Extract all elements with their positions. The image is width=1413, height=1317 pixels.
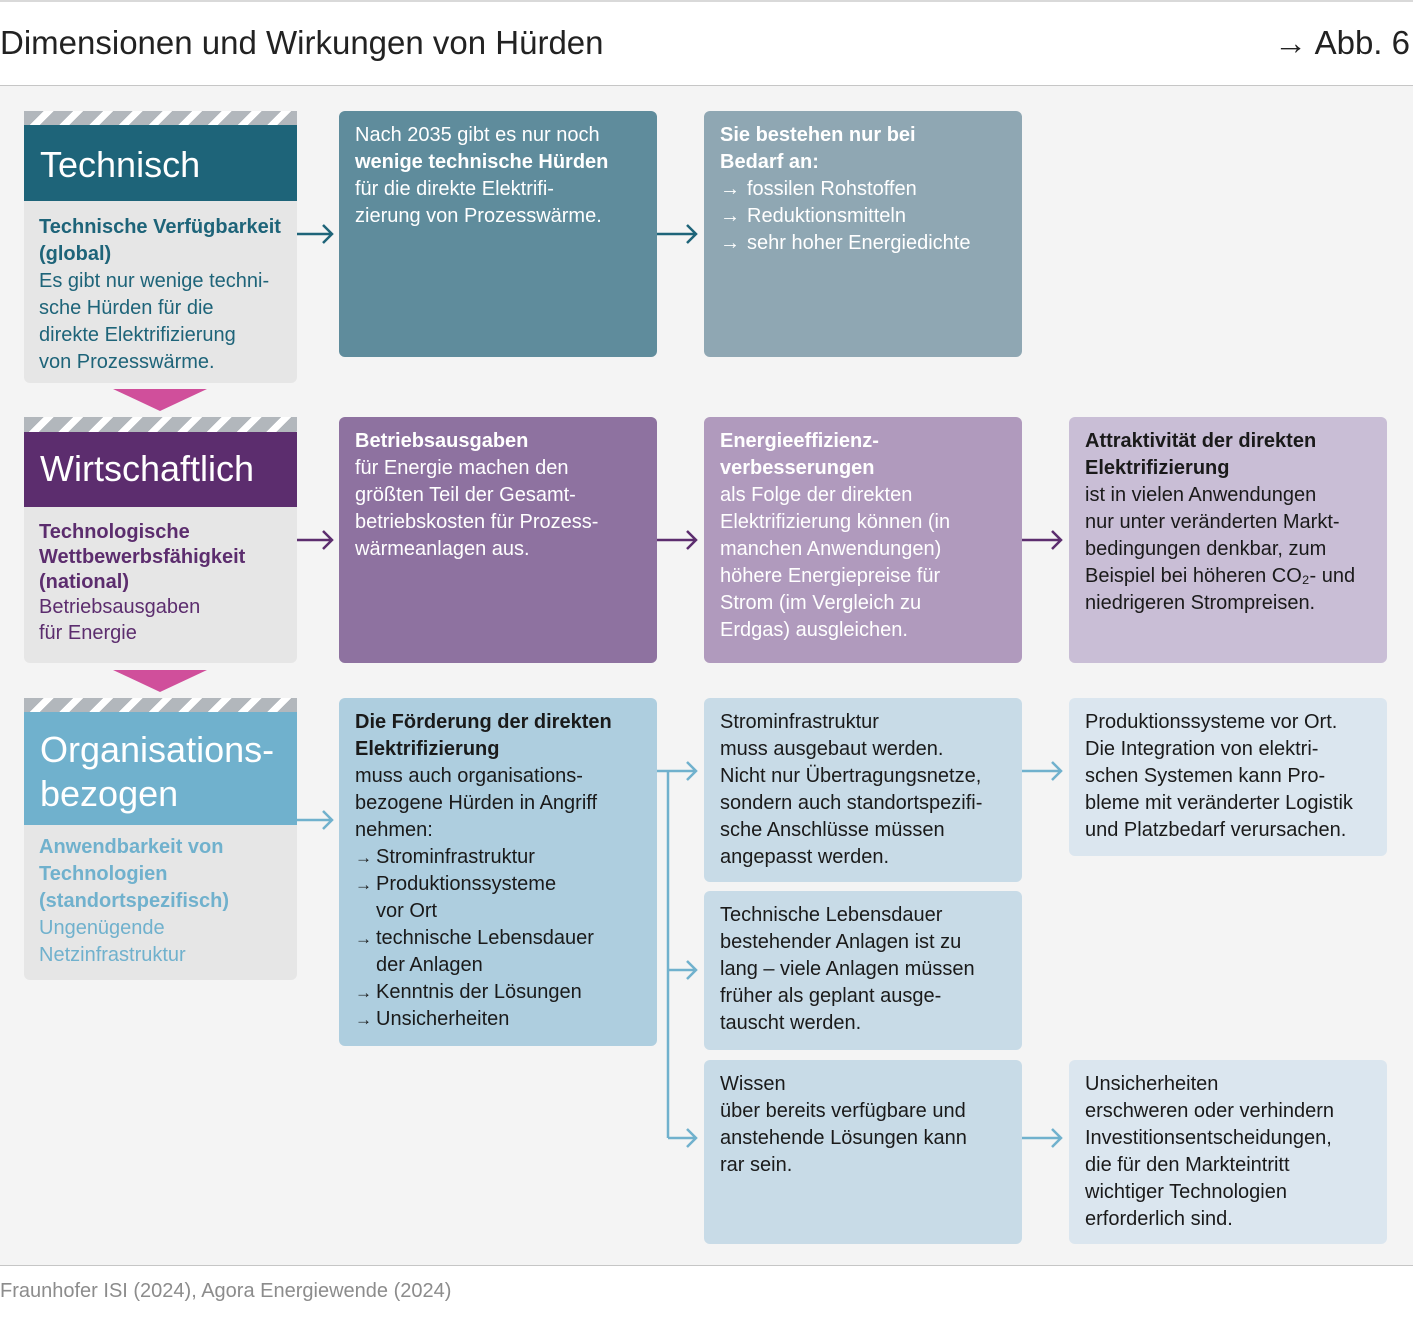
dimension-organisationsbezogen: Organisations- bezogen Anwendbarkeit von…	[24, 698, 297, 980]
box-heading: Sie bestehen nur bei Bedarf an:	[720, 124, 916, 173]
figure-reference: → Abb. 6	[1274, 24, 1410, 61]
box-heading: Strominfrastruktur	[720, 711, 879, 733]
list-item-label: sehr hoher Energiedichte	[747, 232, 971, 254]
title-rule	[0, 85, 1413, 86]
box-uncertainties: Unsicherheiten erschweren oder verhinder…	[1069, 1060, 1387, 1244]
box-attractiveness: Attraktivität der direkten Elektrifizier…	[1069, 417, 1387, 663]
dimension-label: Technisch	[24, 125, 297, 201]
list-item-label: Produktionssysteme vor Ort	[376, 873, 557, 922]
hatch-stripe	[24, 698, 297, 712]
dimension-label: Organisations- bezogen	[24, 712, 297, 825]
down-triangle-icon	[113, 670, 207, 692]
arrow-right-icon: →	[355, 1010, 372, 1029]
dimension-description: Betriebsausgaben für Energie	[39, 596, 201, 644]
list-item: → sehr hoher Energiedichte	[720, 230, 1012, 257]
box-technical-outlook: Nach 2035 gibt es nur noch wenige techni…	[339, 111, 657, 357]
box-production-systems: Produktionssysteme vor Ort. Die Integrat…	[1069, 698, 1387, 856]
list-item: →Unsicherheiten	[355, 1006, 647, 1033]
box-heading: Energieeffizienz- verbesserungen	[720, 430, 879, 479]
box-emphasis: wenige technische Hürden	[355, 151, 609, 173]
dimension-aspect: Technische Verfügbarkeit (global)	[39, 216, 281, 265]
box-heading: Technische Lebensdauer	[720, 904, 943, 926]
dimension-wirtschaftlich: Wirtschaftlich Technologische Wettbewerb…	[24, 417, 297, 663]
box-text: bestehender Anlagen ist zu lang – viele …	[720, 931, 975, 1034]
list-item: → Reduktionsmitteln	[720, 203, 1012, 230]
dimension-description: Ungenügende Netzinfrastruktur	[39, 916, 186, 966]
hurdles-list: →Strominfrastruktur →Produktionssysteme …	[355, 844, 647, 1033]
list-item-label: technische Lebensdauer der Anlagen	[376, 927, 594, 976]
dimension-card: Anwendbarkeit von Technologien (standort…	[24, 825, 297, 980]
box-text: als Folge der direkten Elektrifizierung …	[720, 484, 951, 641]
dimension-technisch: Technisch Technische Verfügbarkeit (glob…	[24, 111, 297, 383]
arrow-right-icon	[297, 530, 334, 550]
list-item: →Strominfrastruktur	[355, 844, 647, 871]
box-text: für Energie machen den größten Teil der …	[355, 457, 599, 560]
box-grid-infrastructure: Strominfrastruktur muss ausgebaut werden…	[704, 698, 1022, 882]
figure-title: Dimensionen und Wirkungen von Hürden	[0, 24, 604, 61]
box-text: ist in vielen Anwendungen nur unter verä…	[1085, 484, 1356, 614]
box-heading: Unsicherheiten	[1085, 1073, 1219, 1095]
arrow-right-icon	[1022, 530, 1063, 550]
dimension-description: Es gibt nur wenige techni- sche Hürden f…	[39, 270, 270, 373]
list-item-label: Kenntnis der Lösungen	[376, 981, 582, 1003]
list-item-label: Strominfrastruktur	[376, 846, 535, 868]
box-efficiency-gains: Energieeffizienz- verbesserungen als Fol…	[704, 417, 1022, 663]
list-item: →Kenntnis der Lösungen	[355, 979, 647, 1006]
dimension-card: Technologische Wettbewerbsfähigkeit (nat…	[24, 507, 297, 663]
box-remaining-needs: Sie bestehen nur bei Bedarf an: → fossile…	[704, 111, 1022, 357]
arrow-right-icon	[297, 810, 334, 830]
down-triangle-icon	[113, 389, 207, 411]
arrow-right-icon: →	[355, 983, 372, 1002]
list-item-label: fossilen Rohstoffen	[747, 178, 917, 200]
box-heading: Die Förderung der direkten Elektrifizier…	[355, 711, 612, 760]
arrow-right-icon	[1022, 1128, 1063, 1148]
box-heading: Wissen	[720, 1073, 786, 1095]
arrow-right-icon: →	[720, 178, 740, 200]
box-operating-costs: Betriebsausgaben für Energie machen den …	[339, 417, 657, 663]
top-rule	[0, 0, 1413, 2]
arrow-right-icon	[657, 224, 698, 244]
box-intro: Nach 2035 gibt es nur noch	[355, 124, 600, 146]
box-text: muss auch organisations- bezogene Hürden…	[355, 765, 598, 841]
arrow-right-icon	[657, 530, 698, 550]
box-heading: Produktionssysteme vor Ort.	[1085, 711, 1338, 733]
box-technical-lifetime: Technische Lebensdauer bestehender Anlag…	[704, 891, 1022, 1050]
branch-connector	[657, 761, 698, 1148]
box-knowledge: Wissen über bereits verfügbare und anste…	[704, 1060, 1022, 1244]
box-text: erschweren oder verhindern Investitionse…	[1085, 1100, 1335, 1230]
arrow-right-icon: →	[355, 875, 372, 894]
arrow-right-icon: →	[355, 848, 372, 867]
hatch-stripe	[24, 111, 297, 125]
box-heading: Betriebsausgaben	[355, 430, 529, 452]
dimension-aspect: Technologische Wettbewerbsfähigkeit (nat…	[39, 520, 246, 594]
box-text: über bereits verfügbare und anstehende L…	[720, 1100, 967, 1176]
arrow-right-icon: →	[355, 929, 372, 948]
box-text: Die Integration von elektri- schen Syste…	[1085, 738, 1353, 841]
box-text: muss ausgebaut werden. Nicht nur Übertra…	[720, 738, 983, 868]
box-text: für die direkte Elektrifi- zierung von P…	[355, 178, 602, 227]
needs-list: →fossilen Rohstoffen →Reduktionsmitteln …	[720, 176, 1012, 257]
arrow-right-icon	[1022, 761, 1063, 781]
hatch-stripe	[24, 417, 297, 432]
source-note: Fraunhofer ISI (2024), Agora Energiewend…	[0, 1280, 452, 1302]
box-heading: Attraktivität der direkten Elektrifizier…	[1085, 430, 1317, 479]
list-item: →technische Lebensdauer der Anlagen	[355, 925, 647, 979]
list-item: → fossilen Rohstoffen	[720, 176, 1012, 203]
list-item-label: Reduktionsmitteln	[747, 205, 906, 227]
dimension-aspect: Anwendbarkeit von Technologien (standort…	[39, 835, 230, 912]
arrow-right-icon: →	[720, 232, 740, 254]
list-item: →Produktionssysteme vor Ort	[355, 871, 647, 925]
dimension-card: Technische Verfügbarkeit (global) Es gib…	[24, 201, 297, 383]
list-item-label: Unsicherheiten	[376, 1008, 510, 1030]
dimension-label: Wirtschaftlich	[24, 432, 297, 507]
box-promotion: Die Förderung der direkten Elektrifizier…	[339, 698, 657, 1046]
footer-rule	[0, 1265, 1413, 1266]
arrow-right-icon: →	[720, 205, 740, 227]
arrow-right-icon	[297, 224, 334, 244]
